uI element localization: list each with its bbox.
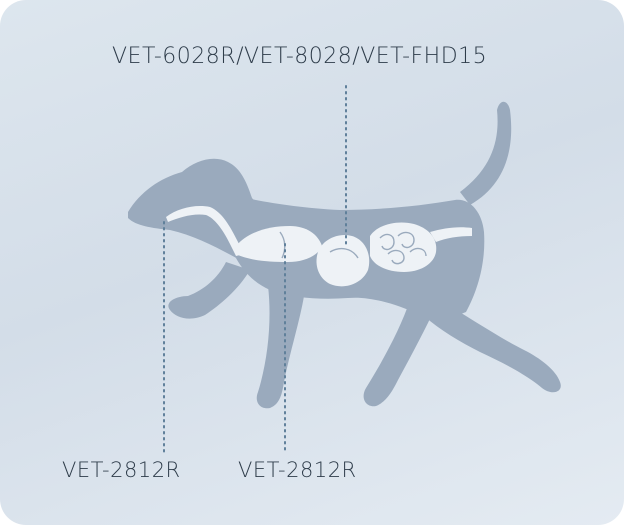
dog-hind-leg-back — [424, 300, 561, 392]
intestines — [370, 223, 436, 273]
dog-front-leg-forward — [168, 262, 250, 319]
dog-tail — [460, 102, 511, 205]
label-bottom-middle: VET-2812R — [238, 458, 357, 482]
label-top: VET-6028R/VET-8028/VET-FHD15 — [112, 44, 487, 69]
dog-front-leg-back — [257, 286, 304, 408]
dog-hind-leg-forward — [364, 300, 436, 406]
stomach — [317, 235, 370, 286]
label-bottom-left: VET-2812R — [62, 458, 181, 482]
